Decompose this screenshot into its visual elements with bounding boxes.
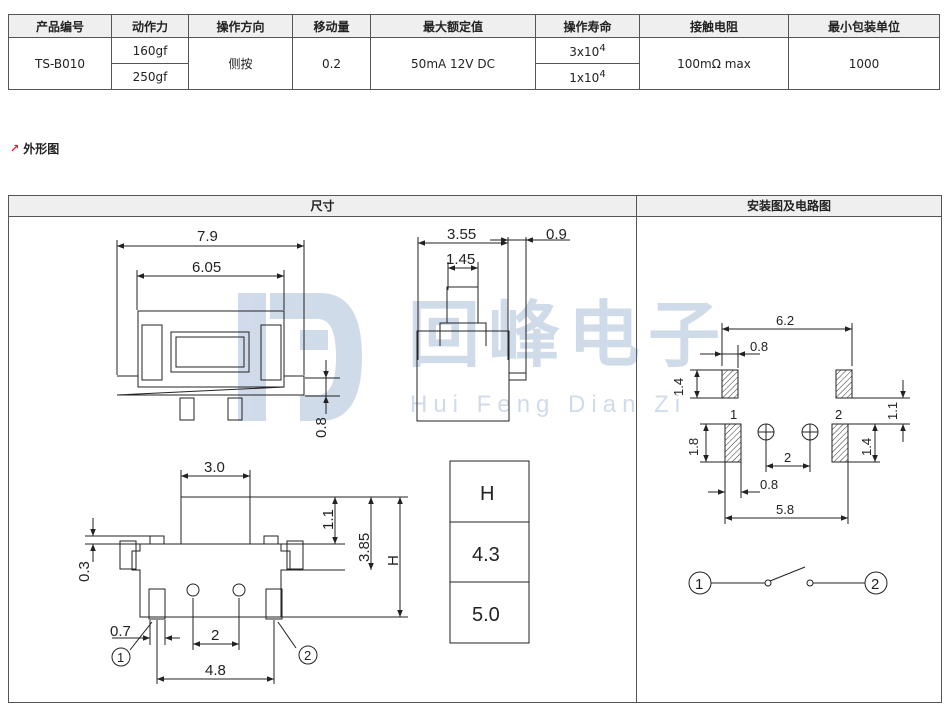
mount-pad-width-2: 0.8 xyxy=(760,477,778,492)
panel-divider xyxy=(636,196,637,702)
dim-side-actuator-width: 1.45 xyxy=(446,251,475,268)
cell-min-pack: 1000 xyxy=(788,37,940,90)
hdr-rating: 最大额定值 xyxy=(370,14,536,38)
cell-resistance: 100mΩ max xyxy=(639,37,789,90)
side-view-drawing xyxy=(416,237,570,422)
dim-front-pin-width: 0.7 xyxy=(110,623,131,640)
circuit-diagram xyxy=(688,566,888,595)
panel-title-mounting: 安装图及电路图 xyxy=(637,196,941,217)
hdr-model: 产品编号 xyxy=(8,14,112,38)
hdr-travel: 移动量 xyxy=(292,14,371,38)
cell-travel: 0.2 xyxy=(292,37,371,90)
top-view-drawing xyxy=(116,240,340,421)
dim-side-pin-width: 0.9 xyxy=(546,226,567,243)
mount-pad-width: 0.8 xyxy=(750,339,768,354)
dim-top-leg-height: 0.8 xyxy=(313,417,330,438)
cell-life-2: 1x104 xyxy=(535,63,640,90)
dim-front-total-height: 3.85 xyxy=(356,533,373,562)
section-title: 外形图 xyxy=(23,142,60,156)
mount-hole-height-2: 1.4 xyxy=(859,438,874,456)
mount-span-bottom: 5.8 xyxy=(776,502,794,517)
dim-top-inner-width: 6.05 xyxy=(192,259,221,276)
spec-table: 产品编号 动作力 操作方向 移动量 最大额定值 操作寿命 接触电阻 最小包装单位… xyxy=(8,14,940,90)
mount-pad-gap: 1.1 xyxy=(885,402,900,420)
mounting-pattern-drawing xyxy=(690,323,910,524)
cell-model: TS-B010 xyxy=(8,37,112,90)
watermark-cn: 回峰电子 xyxy=(408,296,728,376)
dim-top-total-width: 7.9 xyxy=(197,228,218,245)
watermark-logo-icon xyxy=(238,293,362,421)
red-arrow-icon: ↗ xyxy=(10,142,20,155)
mount-hole-height: 1.8 xyxy=(686,438,701,456)
dim-front-pitch: 2 xyxy=(211,627,219,644)
h-table-value-1: 4.3 xyxy=(472,544,500,566)
front-view-drawing xyxy=(85,470,408,684)
mount-pin2-label: 2 xyxy=(835,407,842,422)
mount-span-top: 6.2 xyxy=(776,313,794,328)
dim-front-base: 0.3 xyxy=(76,561,93,582)
h-table-value-2: 5.0 xyxy=(472,604,500,626)
dim-front-span: 4.8 xyxy=(205,662,226,679)
dim-front-actuator-width: 3.0 xyxy=(204,459,225,476)
dimension-panel: 尺寸 安装图及电路图 xyxy=(8,195,942,703)
mount-pin1-label: 1 xyxy=(730,407,737,422)
height-table xyxy=(449,460,530,644)
watermark-pinyin: Hui Feng Dian Zi xyxy=(410,391,686,418)
mount-pitch: 2 xyxy=(784,450,791,465)
hdr-resistance: 接触电阻 xyxy=(639,14,789,38)
circuit-node-2: 2 xyxy=(871,576,879,593)
cell-rating: 50mA 12V DC xyxy=(370,37,536,90)
dim-front-h-label: H xyxy=(385,555,402,566)
front-pin1-label: 1 xyxy=(117,650,124,665)
panel-title-dimensions: 尺寸 xyxy=(9,196,636,217)
dim-side-total-width: 3.55 xyxy=(447,226,476,243)
cell-direction: 侧按 xyxy=(188,37,293,90)
watermark: 回峰电子 Hui Feng Dian Zi xyxy=(238,293,728,421)
section-heading: ↗ 外形图 xyxy=(10,140,59,157)
h-table-header: H xyxy=(480,483,494,505)
mount-pad-height: 1.4 xyxy=(671,378,686,396)
front-pin2-label: 2 xyxy=(304,648,311,663)
cell-force-2: 250gf xyxy=(111,63,189,90)
circuit-node-1: 1 xyxy=(695,576,703,593)
dim-front-actuator-height: 1.1 xyxy=(320,509,337,530)
